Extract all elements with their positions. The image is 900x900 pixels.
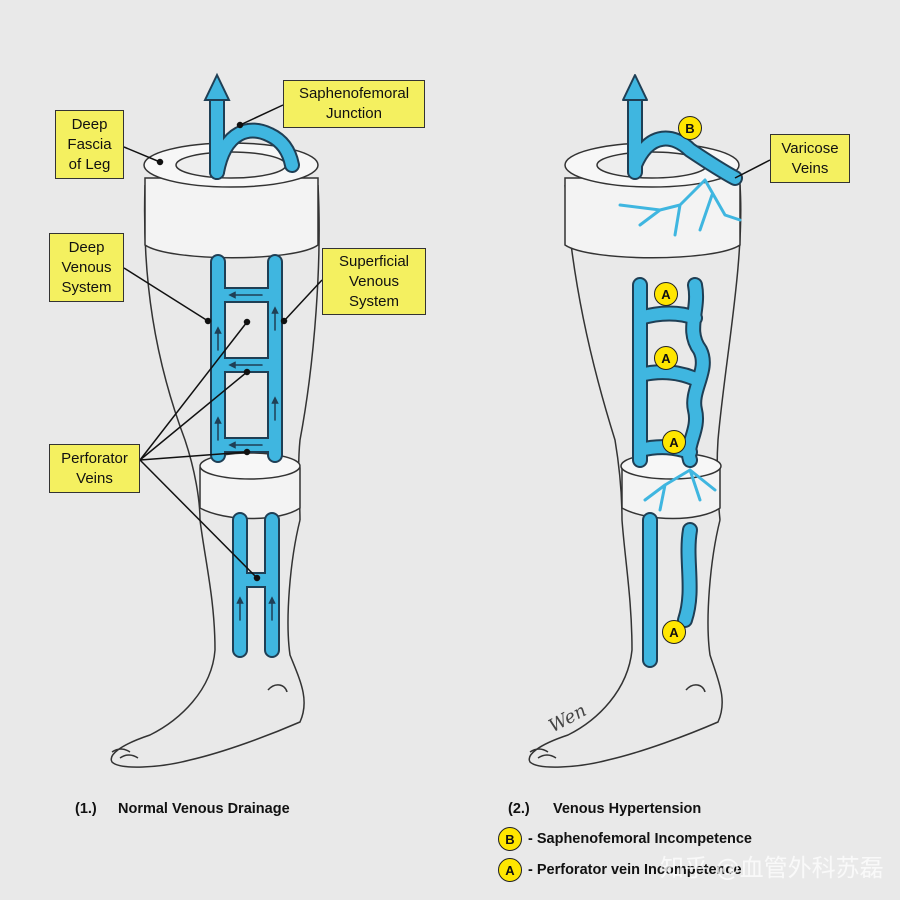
label-perforator-veins: Perforator Veins [49,444,140,493]
label-deep-fascia: Deep Fascia of Leg [55,110,124,179]
fig1-title: Normal Venous Drainage [118,801,290,817]
veins-right [618,74,743,668]
fascia-section-knee-left [199,452,301,520]
leader-lines-left [123,104,323,582]
watermark: 知乎 @血管外科苏磊 [660,854,884,882]
badge-a: A [654,346,678,370]
legend-badge-a: A [498,858,522,882]
legend-b-text: - Saphenofemoral Incompetence [528,831,752,847]
badge-a: A [662,430,686,454]
legend-badge-b: B [498,827,522,851]
fig2-number: (2.) [508,801,530,817]
label-deep-venous-system: Deep Venous System [49,233,124,302]
fig2-title: Venous Hypertension [553,801,702,817]
legend-a-text: - Perforator vein Incompetence [528,862,742,878]
varicose-leader [734,159,771,179]
fig1-number: (1.) [75,801,97,817]
label-saphenofemoral-junction: Saphenofemoral Junction [283,80,425,128]
label-varicose-veins: Varicose Veins [770,134,850,183]
label-superficial-venous-system: Superficial Venous System [322,248,426,315]
badge-a: A [654,282,678,306]
badge-a: A [662,620,686,644]
badge-b: B [678,116,702,140]
